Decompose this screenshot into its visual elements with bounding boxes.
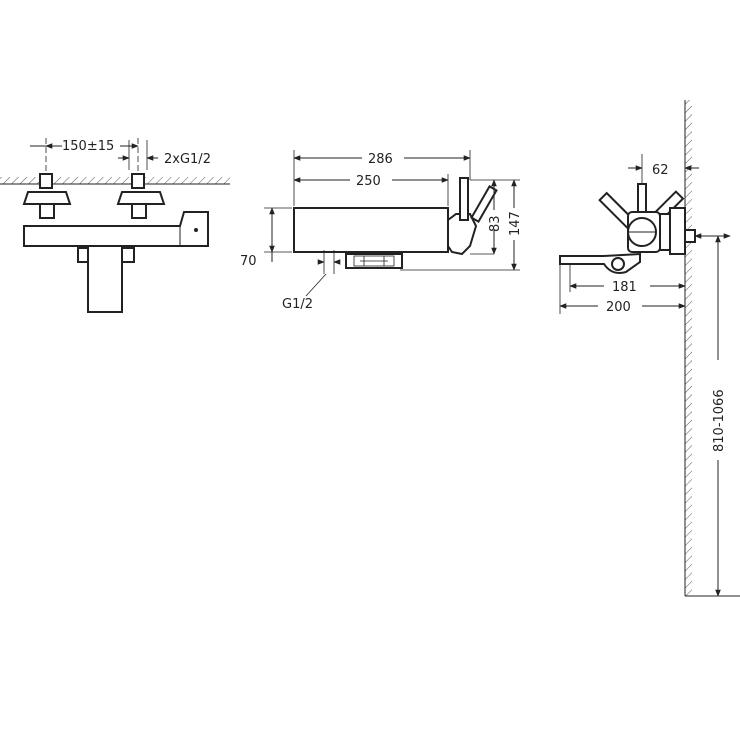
dim-body-width-label: 250 xyxy=(356,174,381,189)
front-view: 150±15 2xG1/2 xyxy=(0,138,230,313)
wall-hatch-side xyxy=(685,100,692,596)
inlet-left xyxy=(39,173,53,189)
dim-overall-width-label: 286 xyxy=(368,152,393,167)
dim-spout-200-label: 200 xyxy=(606,300,631,315)
spout-side xyxy=(559,252,641,274)
dim-inlets-label: 2xG1/2 xyxy=(164,152,211,167)
mixer-body-top xyxy=(293,207,449,253)
side-view: 62 181 200 810-1066 xyxy=(559,100,740,597)
top-view: 286 250 70 G1/2 xyxy=(240,150,523,312)
dim-spout-181-label: 181 xyxy=(612,280,637,295)
dim-lever-offset-label: 62 xyxy=(652,163,669,178)
spout-front xyxy=(87,245,123,313)
dim-mount-height-label: 810-1066 xyxy=(712,389,727,452)
dim-body-height-label: 70 xyxy=(240,254,257,269)
dim-total-height-label: 147 xyxy=(508,211,523,236)
thread-label: G1/2 xyxy=(282,297,313,312)
dim-lever-height-label: 83 xyxy=(488,215,503,232)
dim-centers-label: 150±15 xyxy=(62,139,114,154)
inlet-right xyxy=(131,173,145,189)
wall-hatch-front xyxy=(0,177,230,184)
